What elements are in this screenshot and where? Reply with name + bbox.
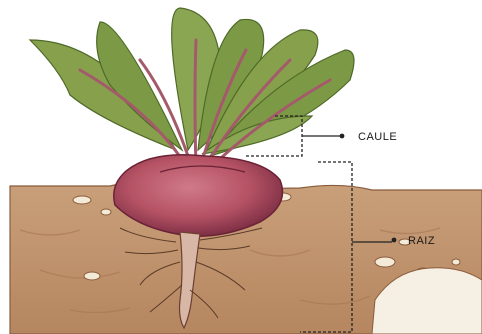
root-label: RAIZ <box>408 235 435 247</box>
root-dot <box>392 238 397 243</box>
leaves <box>30 8 354 156</box>
stem-dot <box>340 134 345 139</box>
stem-label: CAULE <box>358 131 397 143</box>
